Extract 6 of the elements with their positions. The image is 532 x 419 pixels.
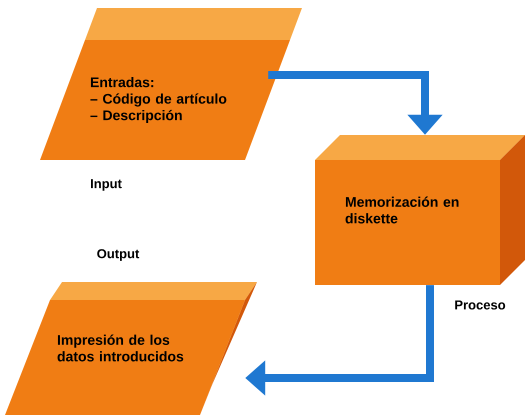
- input-parallelogram: Entradas: – Código de artículo – Descripción: [40, 8, 302, 160]
- caption-label: Output: [97, 249, 140, 261]
- output-parallelogram: Impresión de los datos introducidos: [5, 282, 257, 415]
- caption-label: Proceso: [455, 300, 506, 310]
- caption-label: Input: [91, 179, 122, 191]
- process-box: Memorización en diskette: [315, 135, 525, 285]
